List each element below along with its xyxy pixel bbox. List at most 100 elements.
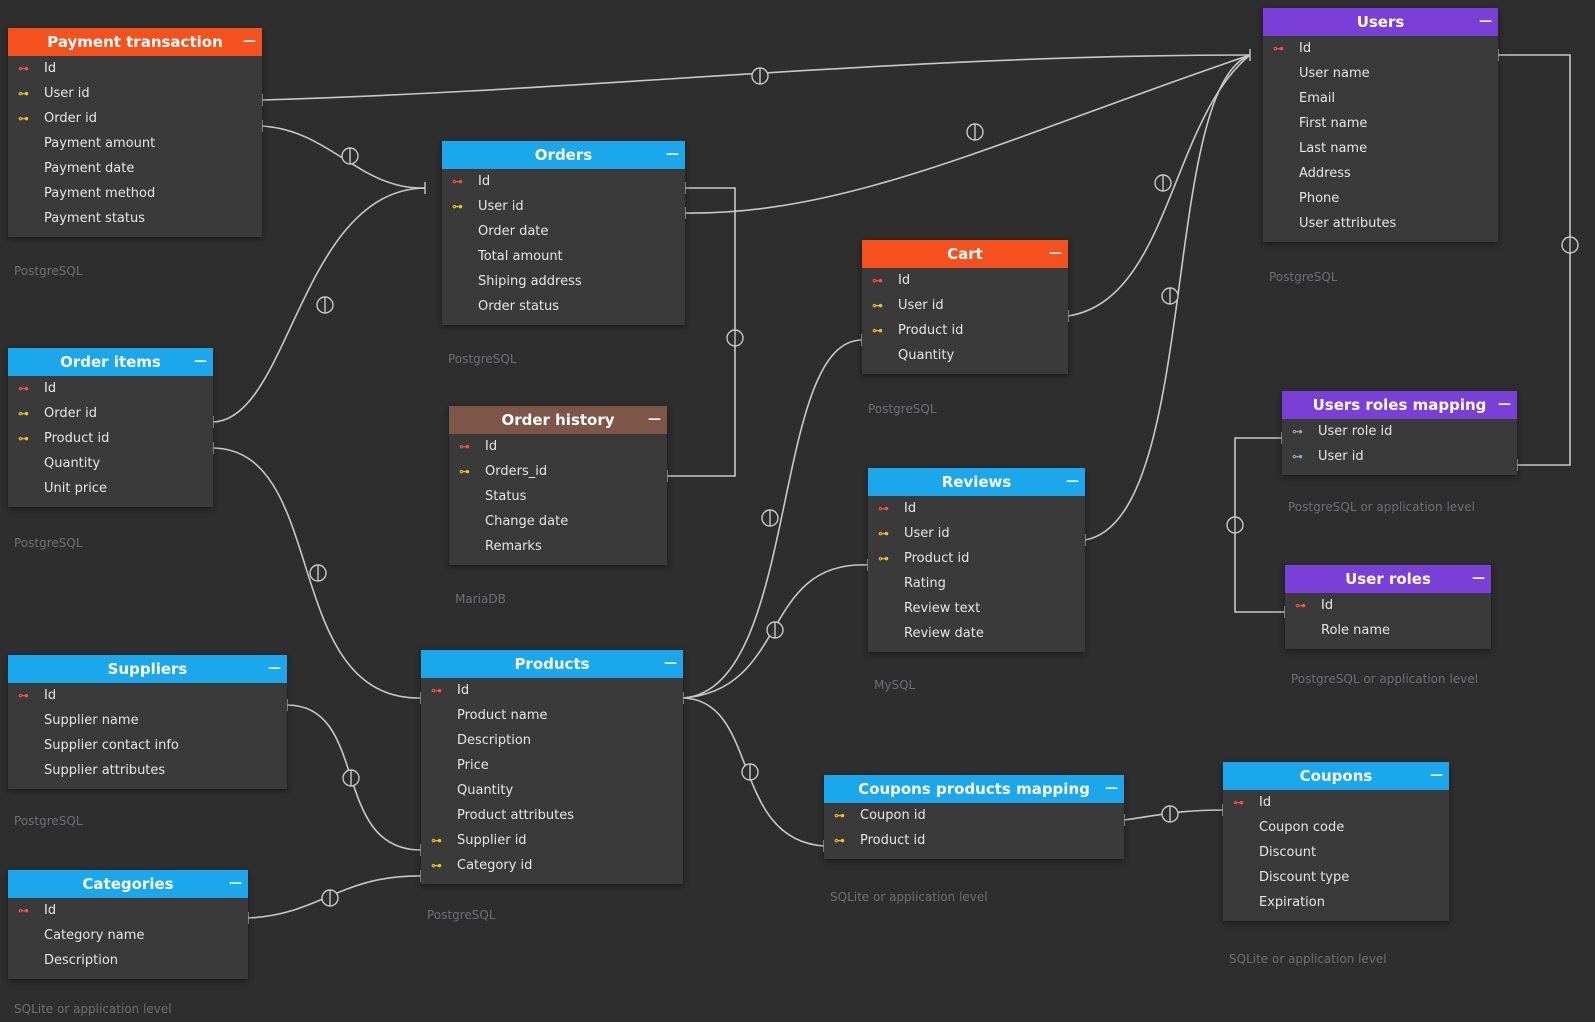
field-row[interactable]: ⊶User id [1282, 444, 1517, 469]
table-payment[interactable]: Payment transaction—⊶Id⊶User id⊶Order id… [8, 28, 262, 237]
field-row[interactable]: Status [449, 484, 667, 509]
field-row[interactable]: Category name [8, 923, 248, 948]
field-row[interactable]: Discount [1223, 840, 1449, 865]
field-row[interactable]: Quantity [421, 778, 683, 803]
field-row[interactable]: ⊶User id [442, 194, 685, 219]
field-row[interactable]: Payment date [8, 156, 262, 181]
field-row[interactable]: Payment status [8, 206, 262, 231]
field-row[interactable]: ⊶Order id [8, 401, 213, 426]
collapse-icon[interactable]: — [1479, 14, 1492, 29]
field-row[interactable]: Phone [1263, 186, 1498, 211]
collapse-icon[interactable]: — [1498, 397, 1511, 412]
field-row[interactable]: Order date [442, 219, 685, 244]
field-row[interactable]: Role name [1285, 618, 1491, 643]
field-row[interactable]: Order status [442, 294, 685, 319]
collapse-icon[interactable]: — [664, 656, 677, 671]
collapse-icon[interactable]: — [1066, 474, 1079, 489]
field-row[interactable]: ⊶Id [1285, 593, 1491, 618]
field-row[interactable]: ⊶Orders_id [449, 459, 667, 484]
field-row[interactable]: Product name [421, 703, 683, 728]
field-row[interactable]: Change date [449, 509, 667, 534]
table-title[interactable]: Cart— [862, 240, 1068, 268]
collapse-icon[interactable]: — [229, 876, 242, 891]
field-row[interactable]: Coupon code [1223, 815, 1449, 840]
field-row[interactable]: Description [421, 728, 683, 753]
field-row[interactable]: Product attributes [421, 803, 683, 828]
table-title[interactable]: Users— [1263, 8, 1498, 36]
field-row[interactable]: Rating [868, 571, 1085, 596]
table-title[interactable]: Coupons— [1223, 762, 1449, 790]
field-row[interactable]: ⊶Id [862, 268, 1068, 293]
table-title[interactable]: Users roles mapping— [1282, 391, 1517, 419]
field-row[interactable]: ⊶Id [8, 898, 248, 923]
field-row[interactable]: ⊶User id [8, 81, 262, 106]
table-title[interactable]: Coupons products mapping— [824, 775, 1124, 803]
table-urm[interactable]: Users roles mapping—⊶User role id⊶User i… [1282, 391, 1517, 475]
field-row[interactable]: ⊶User id [868, 521, 1085, 546]
collapse-icon[interactable]: — [1049, 246, 1062, 261]
field-row[interactable]: ⊶Supplier id [421, 828, 683, 853]
collapse-icon[interactable]: — [666, 147, 679, 162]
table-title[interactable]: Suppliers— [8, 655, 287, 683]
field-row[interactable]: Shiping address [442, 269, 685, 294]
field-row[interactable]: ⊶Product id [824, 828, 1124, 853]
table-title[interactable]: User roles— [1285, 565, 1491, 593]
field-row[interactable]: Address [1263, 161, 1498, 186]
field-row[interactable]: Remarks [449, 534, 667, 559]
field-row[interactable]: ⊶Product id [8, 426, 213, 451]
field-row[interactable]: ⊶Id [1263, 36, 1498, 61]
field-row[interactable]: Quantity [862, 343, 1068, 368]
field-row[interactable]: First name [1263, 111, 1498, 136]
field-row[interactable]: Last name [1263, 136, 1498, 161]
field-row[interactable]: Review text [868, 596, 1085, 621]
collapse-icon[interactable]: — [1472, 571, 1485, 586]
field-row[interactable]: ⊶Id [8, 683, 287, 708]
field-row[interactable]: Payment method [8, 181, 262, 206]
field-row[interactable]: ⊶Category id [421, 853, 683, 878]
field-row[interactable]: ⊶Coupon id [824, 803, 1124, 828]
field-row[interactable]: ⊶Id [449, 434, 667, 459]
field-row[interactable]: ⊶Id [442, 169, 685, 194]
field-row[interactable]: User attributes [1263, 211, 1498, 236]
field-row[interactable]: Discount type [1223, 865, 1449, 890]
table-title[interactable]: Payment transaction— [8, 28, 262, 56]
table-title[interactable]: Categories— [8, 870, 248, 898]
field-row[interactable]: Quantity [8, 451, 213, 476]
table-title[interactable]: Order history— [449, 406, 667, 434]
field-row[interactable]: Description [8, 948, 248, 973]
collapse-icon[interactable]: — [268, 661, 281, 676]
field-row[interactable]: Supplier contact info [8, 733, 287, 758]
field-row[interactable]: Price [421, 753, 683, 778]
collapse-icon[interactable]: — [194, 354, 207, 369]
table-title[interactable]: Orders— [442, 141, 685, 169]
collapse-icon[interactable]: — [1105, 781, 1118, 796]
table-title[interactable]: Reviews— [868, 468, 1085, 496]
field-row[interactable]: Unit price [8, 476, 213, 501]
table-title[interactable]: Products— [421, 650, 683, 678]
field-row[interactable]: Supplier attributes [8, 758, 287, 783]
field-row[interactable]: ⊶Id [421, 678, 683, 703]
field-row[interactable]: ⊶User role id [1282, 419, 1517, 444]
table-cpm[interactable]: Coupons products mapping—⊶Coupon id⊶Prod… [824, 775, 1124, 859]
field-row[interactable]: ⊶Id [8, 376, 213, 401]
field-row[interactable]: ⊶Id [868, 496, 1085, 521]
collapse-icon[interactable]: — [243, 34, 256, 49]
collapse-icon[interactable]: — [1430, 768, 1443, 783]
field-row[interactable]: Payment amount [8, 131, 262, 156]
field-row[interactable]: Email [1263, 86, 1498, 111]
field-row[interactable]: ⊶Id [8, 56, 262, 81]
field-row[interactable]: ⊶Order id [8, 106, 262, 131]
field-row[interactable]: ⊶User id [862, 293, 1068, 318]
field-row[interactable]: Review date [868, 621, 1085, 646]
